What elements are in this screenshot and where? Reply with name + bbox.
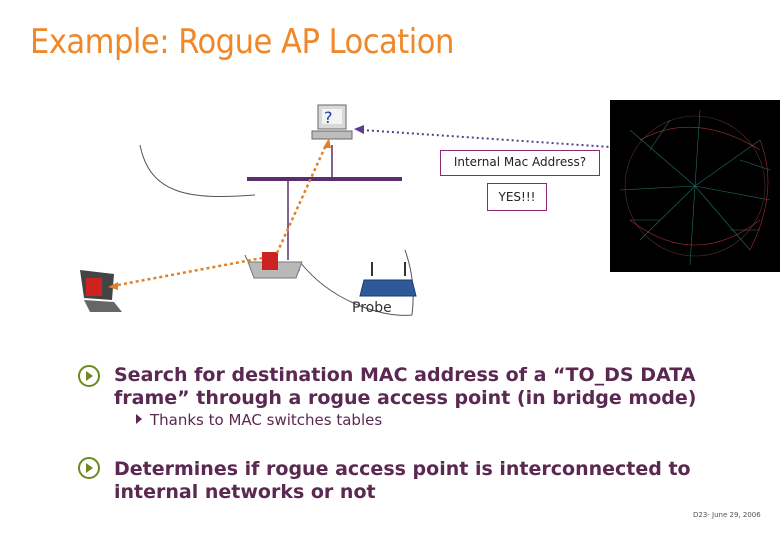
bullet-arrow-icon (78, 457, 100, 479)
rogue-access-point-icon (247, 252, 303, 279)
server-computer-icon (311, 104, 353, 140)
bullet-text-1: Search for destination MAC address of a … (114, 364, 697, 409)
arrow-head (354, 125, 364, 134)
sub-bullet-arrow-icon (136, 414, 142, 424)
arrow-laptop-to-ap (117, 256, 263, 287)
server-mark: ? (324, 108, 333, 127)
bullet-text-2: Determines if rogue access point is inte… (114, 458, 691, 503)
arc-line (299, 261, 413, 316)
probe-label: Probe (352, 300, 392, 316)
arrow-head (108, 282, 118, 290)
arrow-ap-to-server (275, 144, 328, 254)
arc-line (139, 144, 256, 197)
slide-title: Example: Rogue AP Location (30, 22, 454, 62)
slide-footer: D23- June 29, 2006 (693, 511, 761, 519)
wireless-router-icon (359, 262, 417, 297)
network-map-image (610, 100, 780, 272)
mac-address-callout: Internal Mac Address? (440, 150, 600, 176)
laptop-icon (80, 270, 122, 312)
bullet-arrow-icon (78, 365, 100, 387)
sub-bullet-text: Thanks to MAC switches tables (150, 411, 383, 429)
arrow-head (323, 138, 331, 148)
yes-callout: YES!!! (487, 183, 547, 211)
probe-link (361, 129, 655, 151)
